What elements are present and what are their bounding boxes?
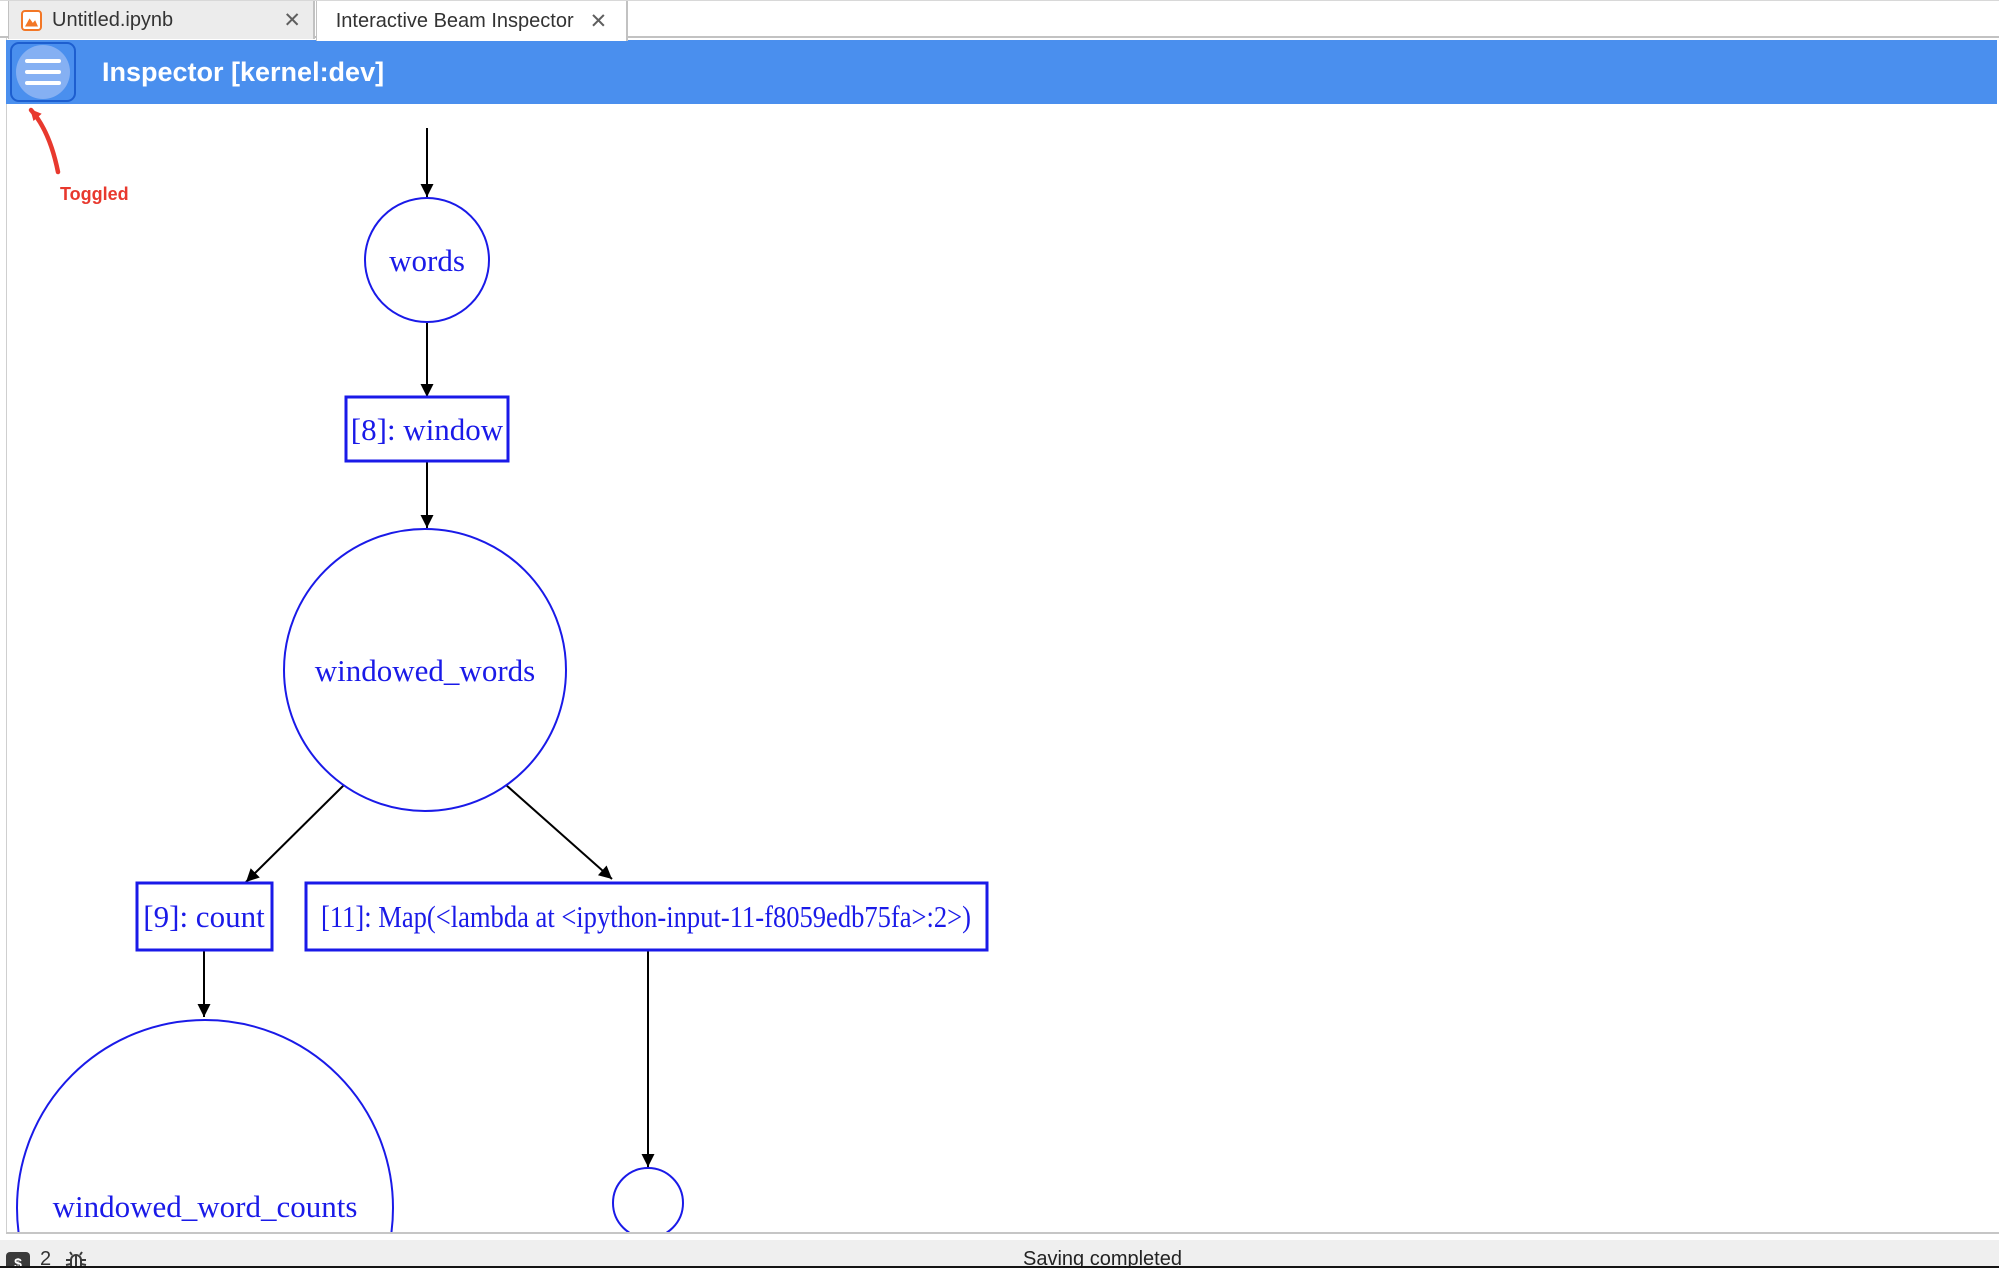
edge-windowed-words-to-map (505, 784, 613, 880)
close-icon[interactable]: ✕ (589, 9, 608, 33)
tab-bar: Untitled.ipynb ✕ Interactive Beam Inspec… (0, 0, 1999, 41)
node-unnamed-pcollection (612, 1167, 684, 1232)
window-bottom-edge (0, 1266, 1999, 1268)
node-windowed-words-label: windowed_words (315, 653, 535, 688)
panel-left-border (6, 38, 7, 1234)
toggled-annotation-label: Toggled (60, 184, 129, 204)
hamburger-menu-icon (25, 52, 61, 92)
node-window-label: [8]: window (351, 412, 504, 447)
inspector-header: Inspector [kernel:dev] (6, 40, 1997, 104)
close-icon[interactable]: ✕ (283, 8, 301, 32)
tab-label: Untitled.ipynb (52, 8, 174, 31)
node-map-label: [11]: Map(<lambda at <ipython-input-11-f… (321, 899, 971, 934)
tab-label: Interactive Beam Inspector (335, 9, 574, 32)
status-message: Saving completed (1023, 1248, 1182, 1268)
content-bottom-border (6, 1232, 1999, 1234)
beam-pipeline-graph: words [8]: window windowed_words [9]: co… (16, 128, 989, 1232)
node-words (364, 197, 490, 323)
notebook-icon (21, 9, 42, 31)
edge-windowed-words-to-count (245, 784, 345, 883)
node-map (304, 881, 989, 952)
hamburger-menu-button[interactable] (10, 42, 76, 102)
node-windowed-word-counts-label: windowed_word_counts (53, 1189, 358, 1224)
node-windowed-words (283, 528, 567, 812)
page-title: Inspector [kernel:dev] (102, 57, 385, 87)
node-count-label: [9]: count (143, 899, 265, 934)
node-count (135, 881, 274, 952)
terminal-icon[interactable]: $ (6, 1252, 30, 1268)
kernel-session-count[interactable]: 2 (40, 1248, 52, 1268)
node-window (344, 395, 510, 463)
node-words-label: words (389, 243, 465, 278)
tab-untitled-ipynb[interactable]: Untitled.ipynb ✕ (8, 1, 315, 39)
node-windowed-word-counts (16, 1019, 394, 1232)
tab-interactive-beam-inspector[interactable]: Interactive Beam Inspector ✕ (316, 1, 628, 41)
status-bar: $ 2 Saving completed (0, 1240, 1999, 1268)
